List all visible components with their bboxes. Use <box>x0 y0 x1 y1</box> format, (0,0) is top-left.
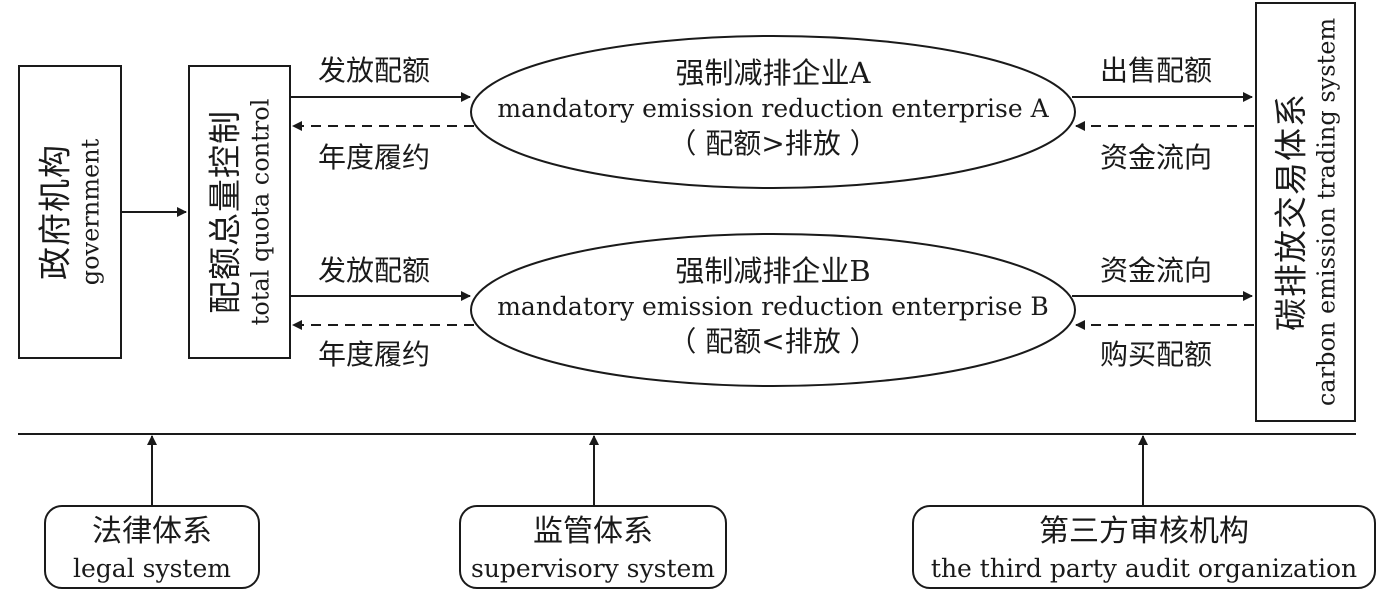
legal-system-box: 法律体系 legal system <box>44 505 260 589</box>
quota-control-en: total quota control <box>246 98 275 326</box>
audit-organization-box: 第三方审核机构 the third party audit organizati… <box>912 505 1376 589</box>
enterprise-a-text: 强制减排企业A mandatory emission reduction ent… <box>473 54 1073 162</box>
legal-system-zh: 法律体系 <box>92 514 212 549</box>
flow-label-buy-b: 购买配额 <box>1100 338 1213 371</box>
flow-label-fund-a: 资金流向 <box>1100 141 1213 174</box>
quota-control-zh: 配额总量控制 <box>204 110 244 315</box>
flow-label-issue-b: 发放配额 <box>318 254 431 287</box>
quota-control-label: 配额总量控制 total quota control <box>204 99 275 326</box>
carbon-market-box: 碳排放交易体系 carbon emission trading system <box>1255 2 1356 422</box>
legal-system-en: legal system <box>73 554 231 583</box>
flow-label-issue-a: 发放配额 <box>318 54 431 87</box>
supervisory-system-en: supervisory system <box>470 554 716 583</box>
flow-label-comply-a: 年度履约 <box>318 141 431 174</box>
carbon-market-en: carbon emission trading system <box>1312 17 1341 407</box>
government-zh: 政府机构 <box>35 144 75 281</box>
enterprise-a-condition: （ 配额>排放 ） <box>668 127 878 160</box>
government-box: 政府机构 government <box>18 65 122 359</box>
government-en: government <box>76 138 105 286</box>
enterprise-a-ellipse <box>470 35 1076 189</box>
supervisory-system-zh: 监管体系 <box>533 514 653 549</box>
audit-organization-zh: 第三方审核机构 <box>1039 514 1249 549</box>
supervisory-system-box: 监管体系 supervisory system <box>459 505 727 589</box>
flow-label-fund-b: 资金流向 <box>1100 254 1213 287</box>
carbon-market-zh: 碳排放交易体系 <box>1270 93 1310 331</box>
enterprise-b-zh: 强制减排企业B <box>675 254 871 288</box>
flow-label-comply-b: 年度履约 <box>318 338 431 371</box>
enterprise-b-en: mandatory emission reduction enterprise … <box>497 292 1049 321</box>
quota-control-box: 配额总量控制 total quota control <box>188 65 291 359</box>
enterprise-b-condition: （ 配额<排放 ） <box>668 325 878 358</box>
audit-organization-en: the third party audit organization <box>930 554 1358 583</box>
enterprise-a-zh: 强制减排企业A <box>675 56 871 90</box>
enterprise-b-ellipse <box>470 233 1076 387</box>
enterprise-a-en: mandatory emission reduction enterprise … <box>497 94 1049 123</box>
enterprise-b-text: 强制减排企业B mandatory emission reduction ent… <box>473 252 1073 360</box>
flow-label-sell-a: 出售配额 <box>1100 54 1213 87</box>
carbon-market-label: 碳排放交易体系 carbon emission trading system <box>1270 18 1341 406</box>
government-label: 政府机构 government <box>34 139 105 286</box>
